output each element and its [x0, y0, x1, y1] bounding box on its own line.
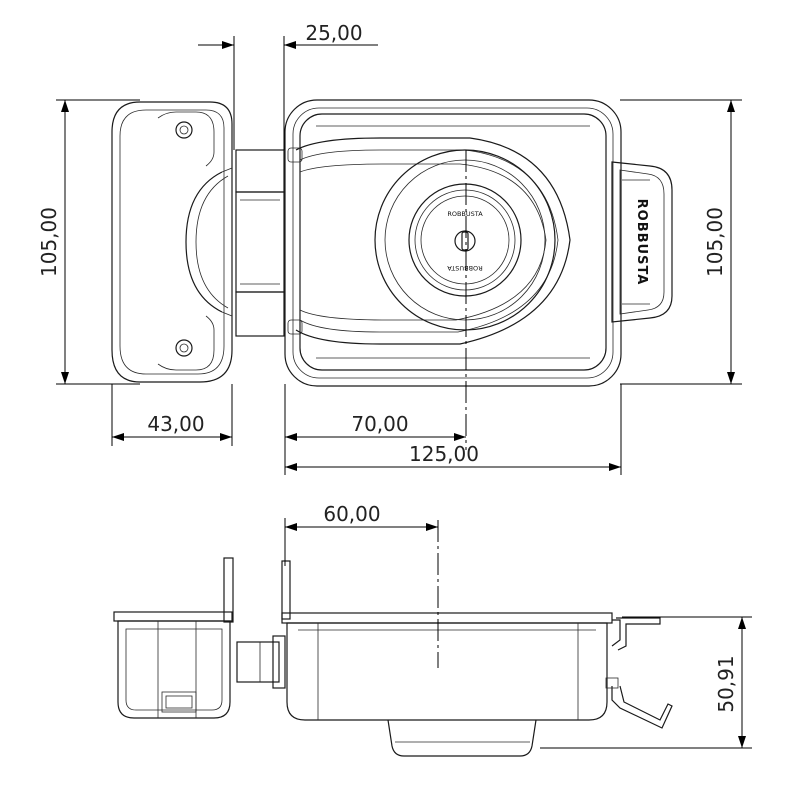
brand-label: ROBBUSTA: [634, 199, 649, 286]
push-button: ROBBUSTA: [611, 161, 673, 323]
dim-25: 25,00: [198, 21, 378, 150]
dim-50-91: 50,91: [540, 616, 752, 749]
dim-105-left: 105,00: [37, 99, 140, 385]
bolt: [235, 149, 285, 337]
lock-body-profile: [281, 560, 673, 757]
dim-125: 125,00: [285, 384, 622, 475]
keeper-profile: [113, 557, 234, 719]
dim-70: 70,00: [284, 384, 466, 475]
dim-label-105-right: 105,00: [703, 207, 727, 277]
dim-label-70: 70,00: [351, 412, 408, 436]
dim-label-60: 60,00: [323, 502, 380, 526]
side-view: 60,00 50,91: [113, 502, 752, 757]
key-brand-bottom: ROBBUSTA: [447, 264, 483, 272]
screw-hole: [175, 121, 193, 139]
dim-60: 60,00: [284, 502, 438, 566]
dim-label-25: 25,00: [305, 21, 362, 45]
keyway-icon: [454, 230, 476, 252]
bolt-profile: [236, 635, 286, 689]
dim-label-125: 125,00: [409, 442, 479, 466]
keeper-plate: [111, 101, 233, 383]
top-view: ROBBUSTA ROBBUSTA ROBBUSTA 25,00: [37, 21, 742, 475]
dim-label-105-left: 105,00: [37, 207, 61, 277]
screw-hole: [175, 339, 193, 357]
dim-43: 43,00: [111, 384, 233, 446]
key-brand-top: ROBBUSTA: [447, 210, 483, 218]
cylinder-outer: [374, 149, 556, 331]
dim-105-right: 105,00: [620, 99, 742, 385]
dim-label-50-91: 50,91: [714, 655, 738, 712]
cylinder-face: [408, 183, 522, 297]
dim-label-43: 43,00: [147, 412, 204, 436]
lock-body: ROBBUSTA ROBBUSTA: [284, 99, 622, 387]
